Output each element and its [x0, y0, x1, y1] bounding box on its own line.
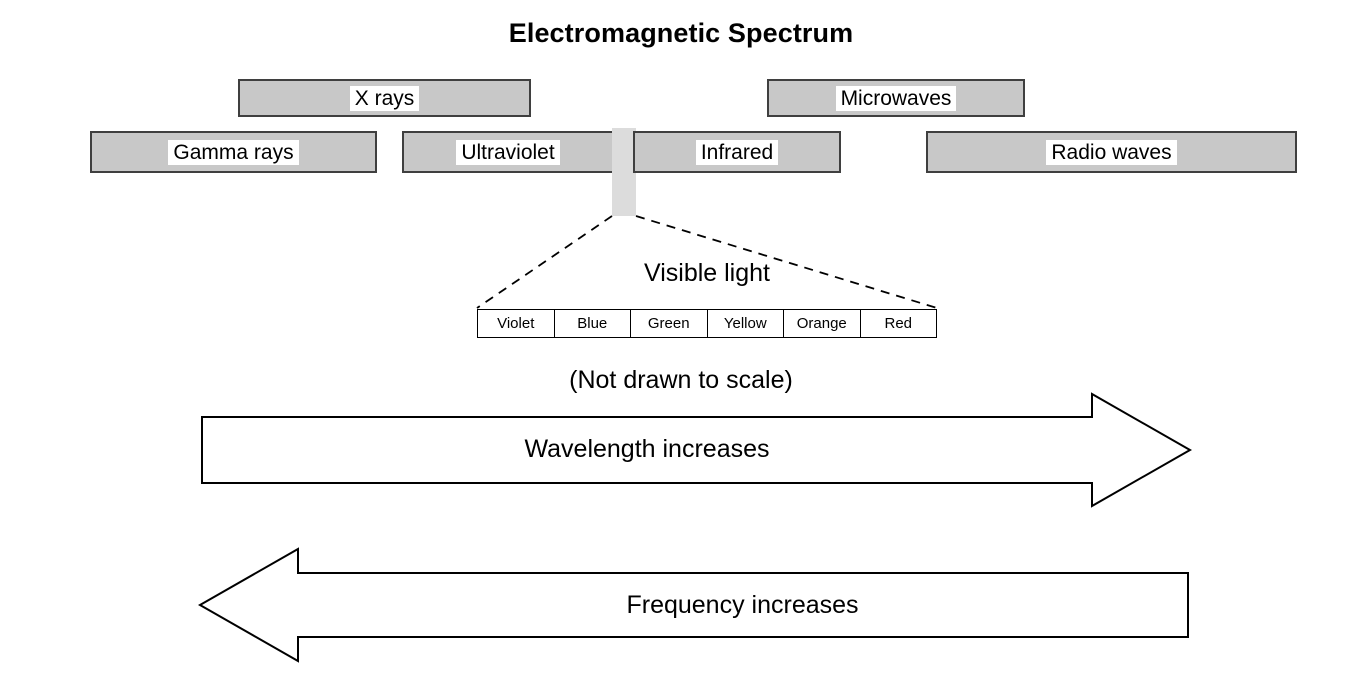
band-label-radio-waves: Radio waves — [1046, 139, 1177, 165]
color-cell-blue: Blue — [554, 310, 631, 337]
band-microwaves: Microwaves — [767, 79, 1025, 117]
color-cell-green: Green — [631, 310, 708, 337]
frequency-arrow-label: Frequency increases — [626, 591, 859, 619]
band-label-ultraviolet: Ultraviolet — [456, 139, 560, 165]
band-ultraviolet: Ultraviolet — [402, 131, 614, 173]
wavelength-arrow-label: Wavelength increases — [524, 435, 770, 463]
color-cell-orange: Orange — [784, 310, 861, 337]
not-to-scale-note: (Not drawn to scale) — [569, 366, 793, 394]
band-x-rays: X rays — [238, 79, 531, 117]
visible-light-strip — [612, 128, 636, 216]
band-label-gamma-rays: Gamma rays — [168, 139, 299, 165]
visible-light-color-table: Violet Blue Green Yellow Orange Red — [477, 309, 937, 338]
visible-light-caption: Visible light — [643, 259, 770, 287]
band-label-infrared: Infrared — [695, 139, 779, 165]
color-cell-yellow: Yellow — [707, 310, 784, 337]
band-infrared: Infrared — [633, 131, 841, 173]
band-radio-waves: Radio waves — [926, 131, 1297, 173]
band-label-x-rays: X rays — [349, 85, 420, 111]
band-label-microwaves: Microwaves — [835, 85, 957, 111]
band-gamma-rays: Gamma rays — [90, 131, 377, 173]
page-title: Electromagnetic Spectrum — [508, 18, 854, 48]
color-cell-red: Red — [860, 310, 936, 337]
color-cell-violet: Violet — [478, 310, 555, 337]
